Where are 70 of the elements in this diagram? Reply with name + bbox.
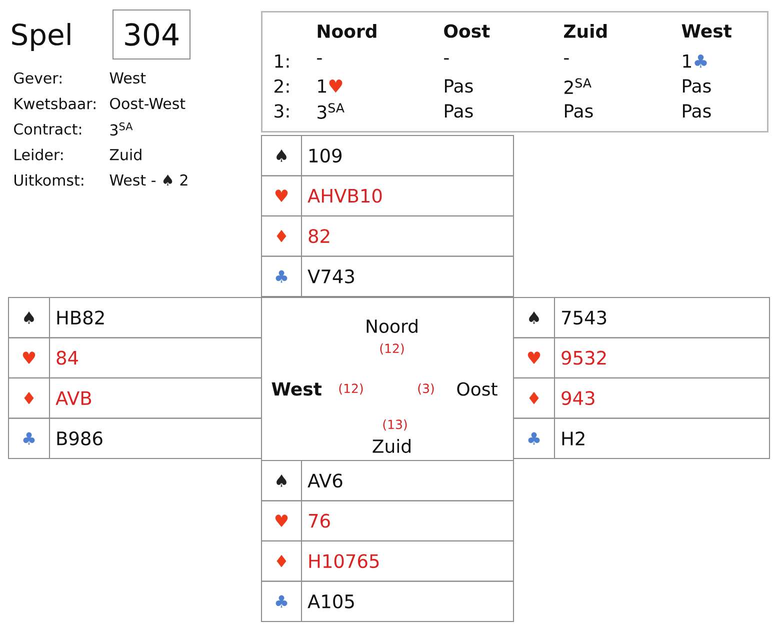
card-cell: V743 — [301, 256, 514, 297]
card-cell: AV6 — [301, 460, 514, 502]
card-cell: 84 — [49, 337, 262, 378]
bid: 3$^{SA}$ — [318, 103, 344, 119]
suit-cell: ♣ — [261, 580, 302, 622]
suit-cell: ♥ — [513, 337, 555, 378]
field-label: Uitkomst: — [14, 174, 84, 186]
suit-cell: ♥ — [261, 500, 302, 542]
seat-name: Oost — [457, 382, 498, 396]
column-header: Zuid — [564, 24, 607, 38]
suit-cell: ♦ — [261, 216, 302, 257]
bid: Pas — [564, 104, 593, 118]
round-number: 2: — [274, 79, 289, 93]
field-label: Gever: — [14, 72, 62, 84]
seat-name: West — [272, 382, 322, 396]
trick-count: (12) — [380, 343, 404, 355]
card-cell: 943 — [554, 378, 770, 419]
card-cell: H10765 — [301, 540, 514, 582]
trick-count: (3) — [418, 383, 434, 395]
card-cell: AVB — [49, 378, 262, 419]
suit-cell: ♥ — [261, 175, 302, 216]
field-label: Contract: — [14, 123, 82, 135]
column-header: West — [682, 24, 732, 38]
trick-count: (12) — [339, 383, 363, 395]
field-value: Oost-West — [110, 98, 186, 110]
card-cell: 9532 — [554, 337, 770, 378]
field-value: 3$^{SA}$ — [110, 122, 133, 136]
bid: Pas — [444, 104, 473, 118]
suit-cell: ♠ — [261, 460, 302, 502]
bid: - — [317, 58, 322, 60]
round-number: 3: — [274, 104, 289, 118]
suit-cell: ♣ — [261, 256, 302, 297]
column-header: Oost — [444, 24, 490, 38]
bid: - — [564, 58, 569, 60]
suit-cell: ♠ — [261, 135, 302, 176]
bid: 1♥ — [318, 79, 342, 93]
suit-cell: ♦ — [261, 540, 302, 582]
trick-count: (13) — [383, 419, 407, 431]
column-header: Noord — [318, 24, 376, 38]
card-cell: A105 — [301, 580, 514, 622]
bid: 1♣ — [683, 54, 707, 68]
suit-cell: ♠ — [8, 297, 50, 338]
bid: Pas — [444, 79, 473, 93]
board-number-box: 304 — [112, 10, 190, 60]
seat-name: Noord — [366, 319, 418, 333]
field-value: Zuid — [110, 148, 142, 160]
heading: Spel — [12, 22, 70, 52]
suit-cell: ♠ — [513, 297, 555, 338]
bid: Pas — [682, 104, 711, 118]
field-label: Kwetsbaar: — [14, 98, 96, 110]
bid: Pas — [682, 79, 711, 93]
card-cell: 82 — [301, 216, 514, 257]
card-cell: AHVB10 — [301, 175, 514, 216]
round-number: 1: — [275, 54, 289, 68]
suit-cell: ♣ — [513, 418, 555, 459]
card-cell: 109 — [301, 135, 514, 176]
field-value: West - ♠ 2 — [110, 174, 188, 186]
card-cell: H2 — [554, 418, 770, 459]
card-cell: HB82 — [49, 297, 262, 338]
suit-cell: ♣ — [8, 418, 50, 459]
bid: 2$^{SA}$ — [564, 78, 592, 94]
card-cell: 76 — [301, 500, 514, 542]
field-label: Leider: — [14, 148, 63, 160]
suit-cell: ♦ — [513, 378, 555, 419]
suit-cell: ♥ — [8, 337, 50, 378]
suit-cell: ♦ — [8, 378, 50, 419]
seat-name: Zuid — [372, 439, 410, 453]
card-cell: 7543 — [554, 297, 770, 338]
card-cell: B986 — [49, 418, 262, 459]
bid: - — [444, 58, 449, 60]
